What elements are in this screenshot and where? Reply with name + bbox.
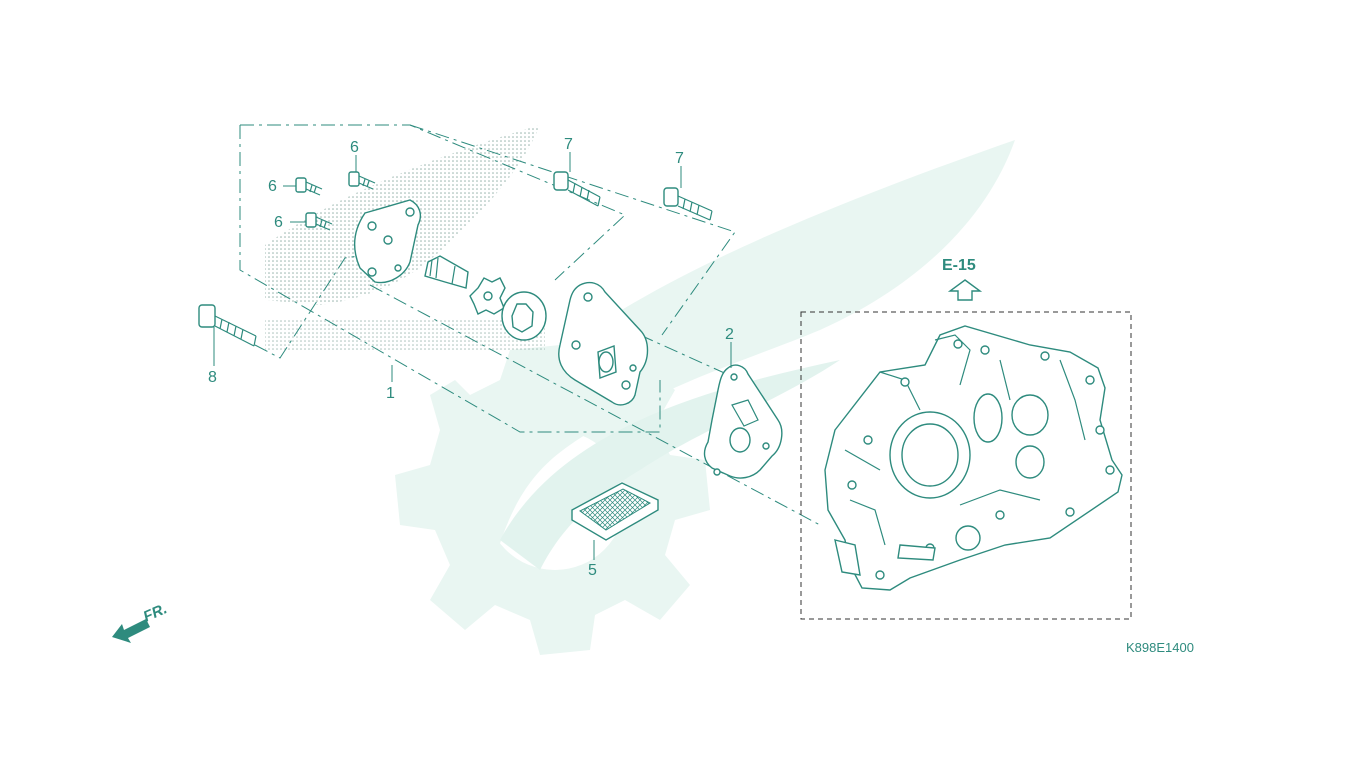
- callout-2: 2: [725, 326, 734, 343]
- right-crankcase: [824, 325, 1123, 591]
- bolt-6-c: [305, 212, 333, 231]
- bolt-6-a: [295, 177, 323, 196]
- watermark-logo: [395, 140, 1015, 655]
- pump-shaft: [424, 255, 469, 289]
- bolt8-lead: [254, 254, 366, 359]
- centerline-upper: [409, 124, 736, 336]
- assembly-lines: [239, 124, 821, 526]
- callout-leaders: [213, 152, 732, 560]
- oil-pump-cover: [353, 199, 422, 284]
- callout-6-a: 6: [268, 178, 277, 195]
- centerline-main: [369, 284, 821, 526]
- watermark-wing: [459, 140, 1015, 560]
- callout-8: 8: [208, 369, 217, 386]
- callout-7-a: 7: [564, 136, 573, 153]
- watermark-wing-lower: [500, 360, 840, 570]
- bolt-7-b: [663, 187, 713, 221]
- callout-5: 5: [588, 562, 597, 579]
- front-direction-label: FR.: [141, 600, 170, 625]
- callout-labels: 6 6 6 7 7 8 1 2 5: [208, 136, 734, 579]
- oil-strainer-screen: [571, 482, 659, 541]
- outer-rotor: [501, 291, 547, 341]
- callout-7-b: 7: [675, 150, 684, 167]
- pump-gasket: [703, 364, 783, 479]
- callout-6-b: 6: [350, 139, 359, 156]
- bolt-6-b: [348, 171, 376, 190]
- up-arrow-icon: [947, 279, 983, 301]
- pump-assembly-outline: [239, 124, 661, 433]
- stipple-wordmark: [265, 318, 545, 352]
- oil-pump-body: [558, 281, 649, 406]
- front-arrow-icon: [112, 619, 150, 643]
- callout-1: 1: [386, 385, 395, 402]
- diagram-code: K898E1400: [1126, 640, 1194, 655]
- reference-e15[interactable]: E-15: [942, 257, 983, 301]
- front-direction-indicator: FR.: [112, 600, 170, 643]
- bolt-8: [198, 304, 257, 347]
- bolt-7-a: [553, 171, 601, 207]
- crankcase-reference-frame: [800, 311, 1132, 620]
- reference-section-label[interactable]: E-15: [942, 257, 976, 274]
- callout-6-c: 6: [274, 214, 283, 231]
- inner-rotor: [469, 277, 506, 315]
